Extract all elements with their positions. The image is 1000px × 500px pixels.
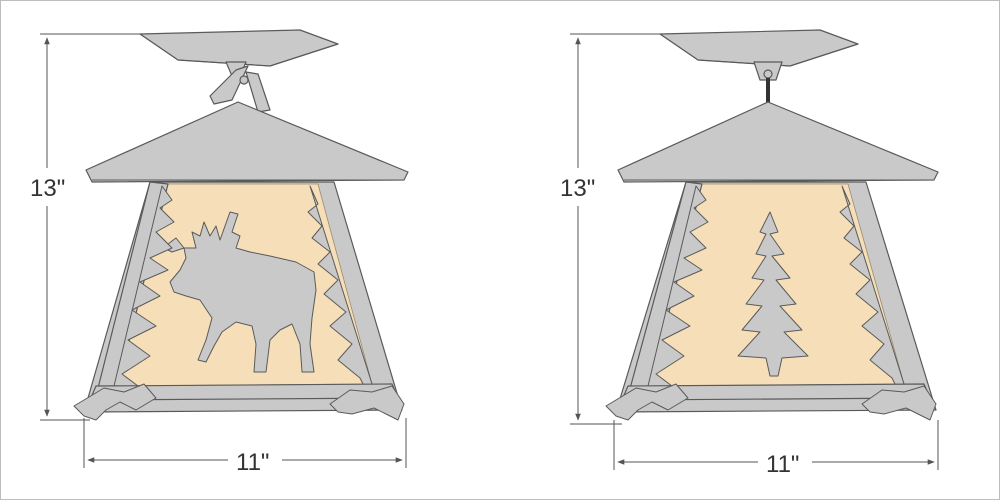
- lantern-base: [605, 383, 937, 421]
- left-height-dimension: 13": [30, 33, 140, 421]
- left-width-dimension: 11": [83, 418, 407, 476]
- roof: [617, 101, 939, 183]
- lantern-base: [73, 383, 405, 421]
- roof: [85, 101, 409, 183]
- right-width-label: 11": [766, 451, 799, 478]
- swivel-mount: [753, 61, 783, 104]
- right-height-label: 13": [560, 175, 595, 202]
- swivel-mount: [209, 61, 271, 113]
- center-tree-silhouette: [737, 211, 809, 377]
- canopy: [139, 29, 339, 67]
- right-width-dimension: 11": [613, 420, 939, 478]
- tree-silhouettes: [113, 185, 373, 395]
- left-height-label: 13": [30, 175, 65, 202]
- left-fixture-moose: [73, 29, 409, 421]
- right-fixture-tree: [605, 29, 939, 421]
- canopy: [659, 29, 859, 67]
- right-height-dimension: 13": [560, 33, 660, 425]
- left-width-label: 11": [236, 449, 269, 476]
